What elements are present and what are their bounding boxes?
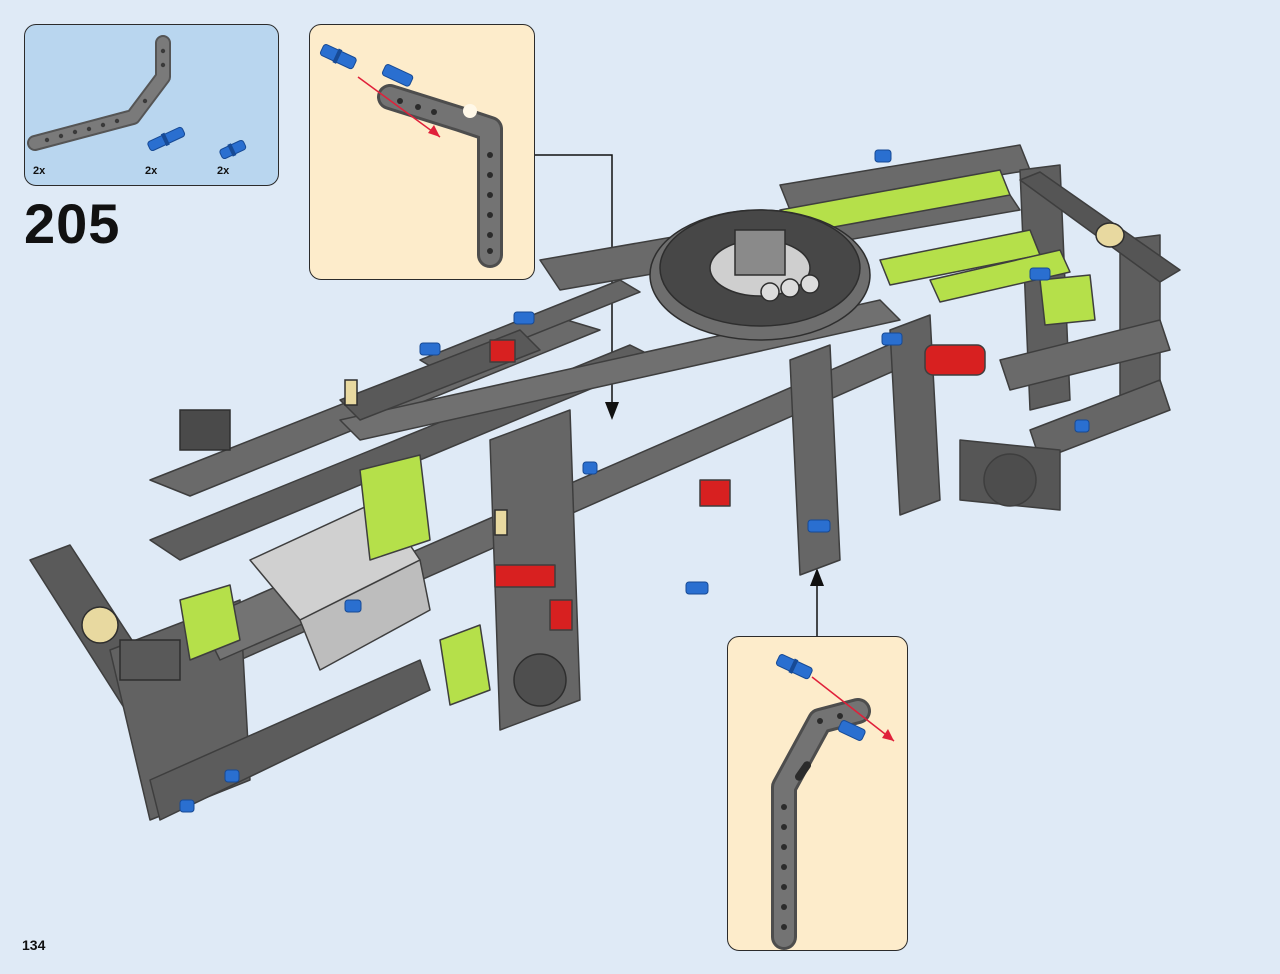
subassembly-callout-bottom bbox=[727, 636, 908, 951]
long-pin-blue-icon bbox=[147, 126, 186, 152]
subassembly-callout-top bbox=[309, 24, 535, 280]
step-number: 205 bbox=[24, 192, 121, 255]
parts-list-panel: 2x 2x 2x bbox=[24, 24, 279, 186]
part-qty-short-pin: 2x bbox=[217, 165, 230, 177]
short-pin-blue-icon bbox=[219, 139, 247, 160]
bent-beam-with-pins-illustration bbox=[771, 654, 895, 950]
page-number: 134 bbox=[22, 937, 46, 953]
bent-beam-icon bbox=[27, 35, 171, 151]
beam-with-pins-illustration bbox=[319, 44, 503, 268]
part-qty-long-pin: 2x bbox=[145, 165, 158, 177]
part-qty-bent-beam: 2x bbox=[33, 165, 46, 177]
